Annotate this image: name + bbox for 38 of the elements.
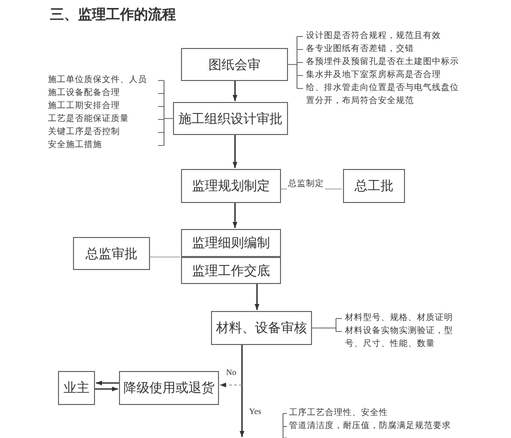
process-box: 监理细则编制	[181, 229, 281, 257]
note-text: 施工工期安排合理	[48, 100, 121, 113]
edge-label: No	[225, 367, 238, 377]
process-box: 监理工作交底	[181, 257, 281, 284]
note-text: 工序工艺合理性、安全性	[289, 407, 389, 420]
edge-label: 总监制定	[287, 178, 325, 190]
side-box: 业主	[58, 371, 95, 405]
note-text: 关键工序是否控制	[48, 126, 121, 139]
arrow	[232, 81, 238, 101]
side-box: 总工批	[343, 169, 405, 203]
note-text: 安全施工措施	[48, 139, 103, 152]
process-box: 监理规划制定	[181, 169, 281, 203]
note-text: 设计图是否符合规程，规范且有效	[306, 30, 442, 43]
arrow	[254, 284, 260, 310]
note-text: 材料型号、规格、材质证明	[345, 312, 454, 325]
note-text: 各预埋件及预留孔是否在土建图中标示	[306, 56, 460, 69]
arrow	[220, 382, 242, 388]
process-box: 施工组织设计审批	[173, 102, 288, 135]
note-text: 材料设备实物实测验证，型号、尺寸、性能、数量	[345, 325, 454, 351]
note-text: 给、排水管走向位置是否与电气线盘位置分开，布局符合安全规范	[306, 82, 460, 108]
process-box: 图纸会审	[181, 48, 288, 81]
side-box: 降级使用或退货	[119, 371, 219, 405]
arrow	[232, 135, 238, 168]
arrow	[96, 380, 119, 386]
note-text: 集水井及地下室泵房标高是否合理	[306, 69, 442, 82]
process-box: 材料、设备审核	[211, 311, 312, 345]
title: 三、监理工作的流程	[50, 6, 176, 24]
arrow	[95, 386, 118, 392]
note-text: 施工设备配备合理	[48, 87, 121, 100]
arrow	[240, 345, 244, 437]
side-box: 总监审批	[73, 237, 150, 270]
note-text: 管道清洁度，耐压值，防腐满足规范要求	[289, 420, 452, 433]
connector-line	[150, 256, 180, 258]
note-text: 各专业图纸有否差错，交错	[306, 43, 415, 56]
arrow	[232, 203, 238, 228]
note-text: 工艺是否能保证质量	[48, 113, 130, 126]
note-text: 施工单位质保文件、人员	[48, 74, 148, 87]
edge-label: Yes	[248, 406, 262, 416]
